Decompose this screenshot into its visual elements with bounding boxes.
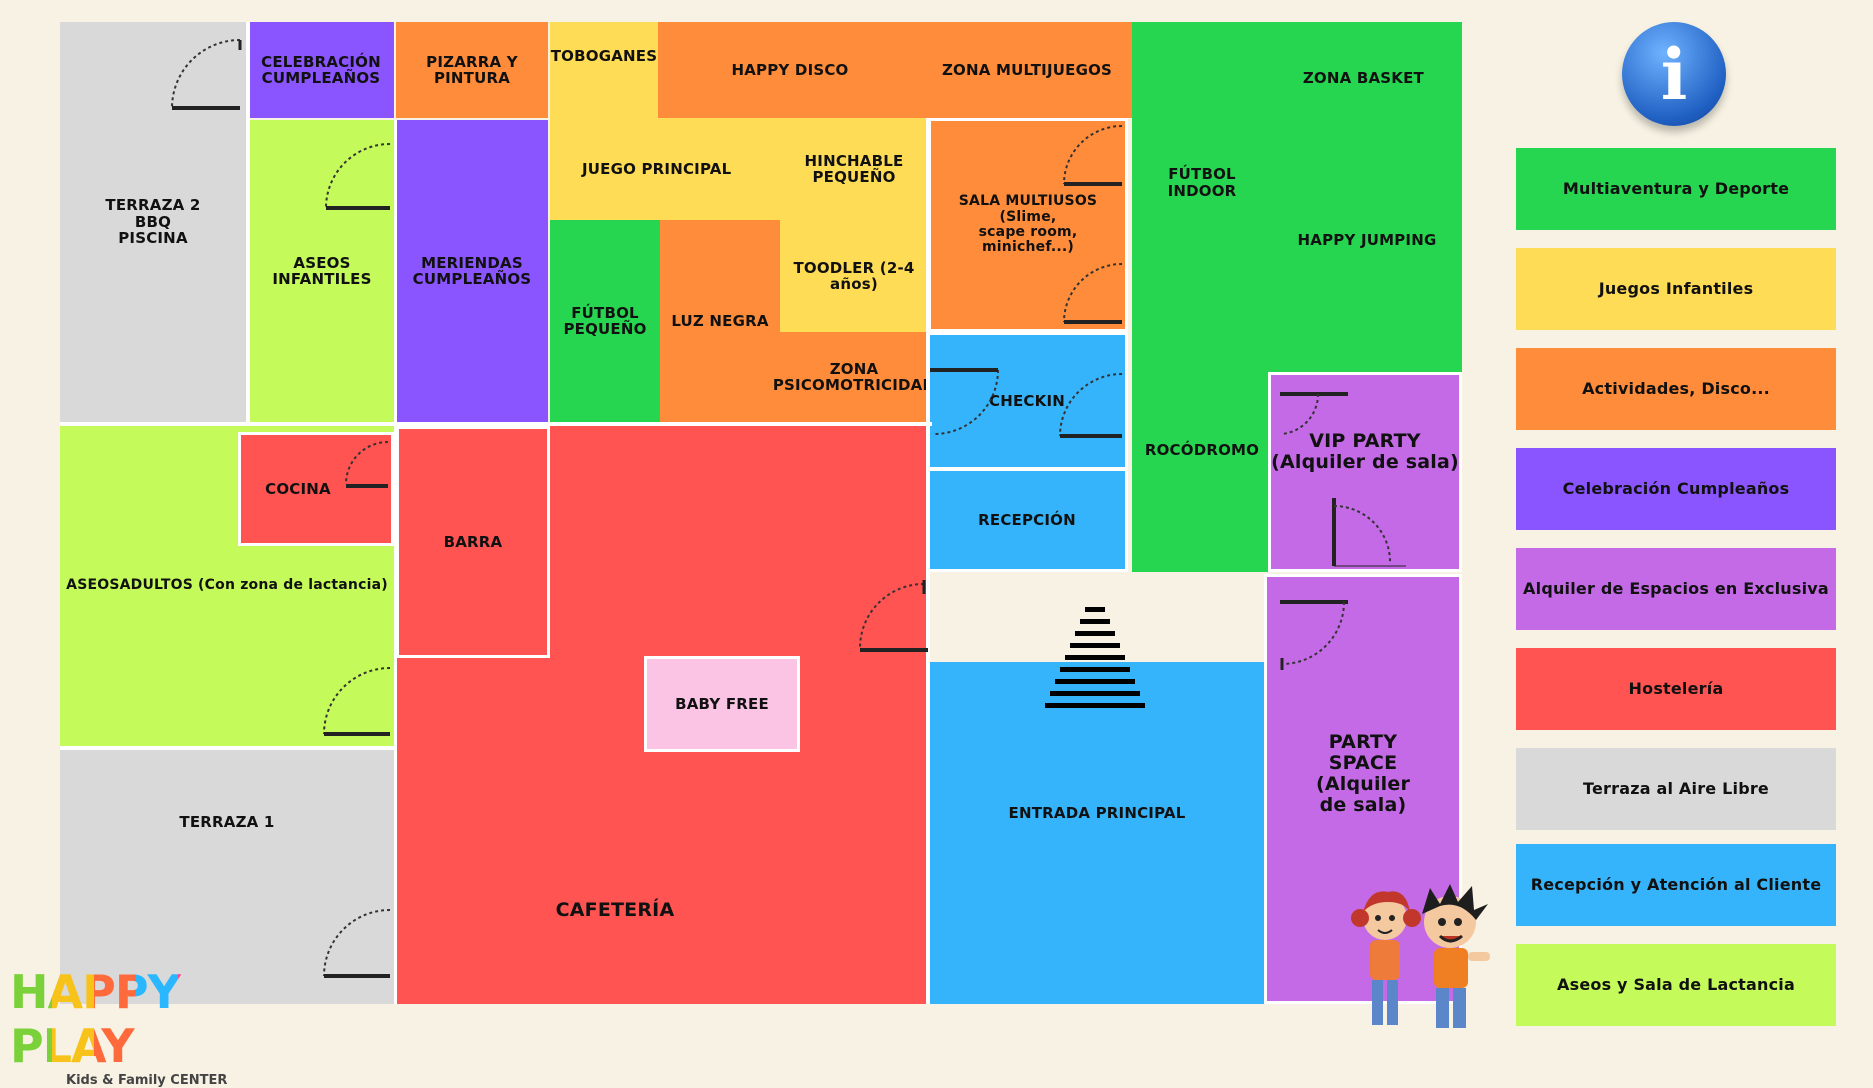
room-label: MERIENDAS CUMPLEAÑOS [412,253,532,288]
legend-label: Hostelería [1628,679,1724,699]
room-label: RECEPCIÓN [978,510,1076,529]
room-terraza-2[interactable]: TERRAZA 2 BBQ PISCINA [60,22,246,422]
room-hinchable-pequeno: HINCHABLE PEQUEÑO [780,118,928,220]
room-label: FÚTBOL INDOOR [1167,165,1237,200]
legend-label: Recepción y Atención al Cliente [1530,875,1822,895]
divider [394,120,397,1004]
legend-label: Multiaventura y Deporte [1562,179,1790,199]
room-label: ZONA MULTIJUEGOS [941,60,1113,79]
room-meriendas-cumpleanos[interactable]: MERIENDAS CUMPLEAÑOS [396,120,548,422]
room-label: TERRAZA 2 BBQ PISCINA [105,196,201,248]
logo-brand: HAPPY PLAY [10,965,310,1073]
legend-label: Juegos Infantiles [1598,279,1754,299]
divider [246,22,250,422]
legend-label: Celebración Cumpleaños [1562,479,1790,499]
room-label: ROCÓDROMO [1144,440,1260,459]
room-futbol-indoor[interactable]: FÚTBOL INDOOR [1132,118,1272,572]
room-barra-overlay: BARRA [396,426,550,658]
room-label: PARTY SPACE (Alquiler de sala) [1315,731,1411,816]
room-label: CELEBRACIÓN CUMPLEAÑOS [261,52,381,87]
legend-item-terraza[interactable]: Terraza al Aire Libre [1516,748,1836,830]
room-label: BARRA [443,532,503,551]
room-label: ENTRADA PRINCIPAL [1008,803,1186,822]
room-vip-party[interactable]: VIP PARTY (Alquiler de sala) [1268,372,1462,572]
room-label: JUEGO PRINCIPAL [582,159,732,178]
room-aseos-infantiles[interactable]: ASEOS INFANTILES [250,120,394,422]
divider [60,746,396,750]
room-cocina[interactable]: COCINA [238,432,394,546]
stairs-icon [1045,607,1145,708]
room-recepcion[interactable]: RECEPCIÓN [926,468,1128,572]
room-rocodromo[interactable]: ROCÓDROMO [1132,420,1272,480]
room-label: COCINA [265,479,331,498]
room-label: TERRAZA 1 [179,812,275,831]
room-baby-free[interactable]: BABY FREE [644,656,800,752]
room-pizarra-pintura[interactable]: PIZARRA Y PINTURA [396,22,548,118]
kids-illustration [1351,884,1490,1028]
room-celebracion-cumpleanos[interactable]: CELEBRACIÓN CUMPLEAÑOS [248,22,394,118]
room-zona-psicomotricidad[interactable]: ZONA PSICOMOTRICIDAD [773,332,935,422]
legend-item-juegos-infantiles[interactable]: Juegos Infantiles [1516,248,1836,330]
room-sala-multiusos[interactable]: SALA MULTIUSOS (Slime, scape room, minic… [928,118,1128,332]
legend-item-celebracion[interactable]: Celebración Cumpleaños [1516,448,1836,530]
room-toboganes[interactable]: TOBOGANES [550,22,658,118]
room-futbol-pequeno[interactable]: FÚTBOL PEQUEÑO [550,220,660,422]
divider [60,422,932,426]
room-label: TOBOGANES [550,46,658,65]
room-label: HINCHABLE PEQUEÑO [804,151,904,186]
room-label: HAPPY DISCO [731,60,849,79]
room-happy-jumping[interactable]: HAPPY JUMPING [1272,200,1462,280]
legend-item-multiaventura[interactable]: Multiaventura y Deporte [1516,148,1836,230]
legend-item-alquiler[interactable]: Alquiler de Espacios en Exclusiva [1516,548,1836,630]
room-label: CHECKIN [989,391,1065,410]
legend-item-hosteleria[interactable]: Hostelería [1516,648,1836,730]
room-label: ASEOS INFANTILES [272,253,372,288]
room-luz-negra[interactable]: LUZ NEGRA [660,220,780,422]
room-label: CAFETERÍA [555,898,675,921]
room-label: ZONA PSICOMOTRICIDAD [772,359,936,394]
legend-label: Aseos y Sala de Lactancia [1557,975,1795,995]
room-happy-disco[interactable]: HAPPY DISCO [658,22,922,118]
logo-tagline: Kids & Family CENTER [66,1073,228,1088]
legend-label: Terraza al Aire Libre [1582,779,1769,799]
legend-label: Actividades, Disco... [1582,379,1770,399]
room-label: ASEOSADULTOS (Con zona de lactancia) [66,577,388,594]
room-label: VIP PARTY (Alquiler de sala) [1271,430,1459,473]
room-zona-multijuegos[interactable]: ZONA MULTIJUEGOS [922,22,1132,118]
room-label: HAPPY JUMPING [1297,230,1437,249]
info-icon[interactable]: i [1622,22,1726,126]
legend-item-recepcion[interactable]: Recepción y Atención al Cliente [1516,844,1836,926]
legend-item-aseos[interactable]: Aseos y Sala de Lactancia [1516,944,1836,1026]
room-label: BABY FREE [675,694,769,713]
room-checkin[interactable]: CHECKIN [926,332,1128,470]
room-toodler[interactable]: TOODLER (2-4 años) [780,220,928,332]
divider [926,118,930,1004]
room-entrada-principal[interactable]: ENTRADA PRINCIPAL [930,662,1264,1004]
legend-item-actividades[interactable]: Actividades, Disco... [1516,348,1836,430]
room-label: LUZ NEGRA [671,311,769,330]
room-label: SALA MULTIUSOS (Slime, scape room, minic… [958,193,1098,256]
room-label: TOODLER (2-4 años) [793,258,915,293]
legend-label: Alquiler de Espacios en Exclusiva [1523,579,1829,599]
room-label: FÚTBOL PEQUEÑO [563,303,647,338]
room-label: PIZARRA Y PINTURA [426,52,518,87]
happy-play-logo: HAPPY PLAY Kids & Family CENTER [10,965,310,1088]
room-label: ZONA BASKET [1302,69,1424,87]
